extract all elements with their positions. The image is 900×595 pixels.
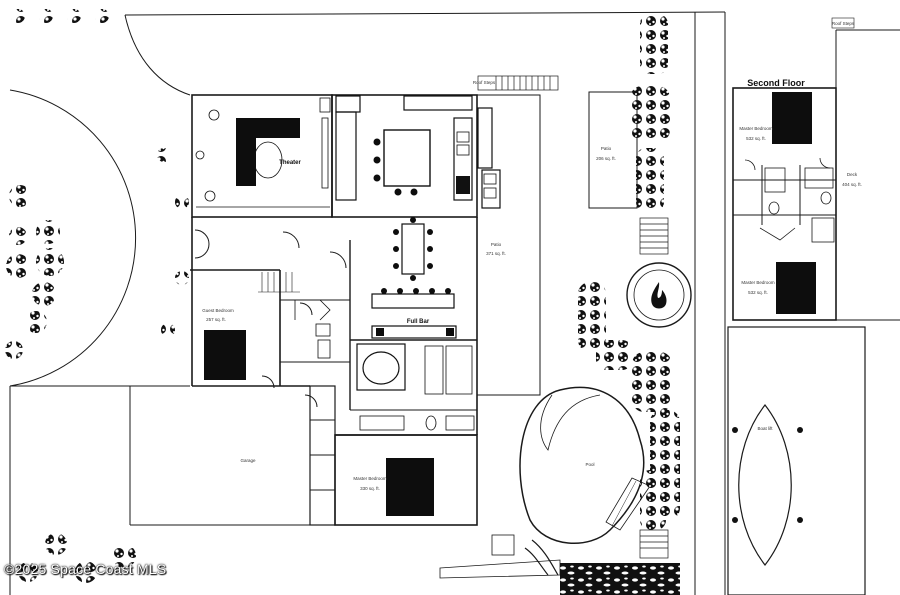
second-floor-title: Second Floor <box>747 78 805 88</box>
stone-path <box>560 563 680 595</box>
driveway-arc-top <box>124 14 191 96</box>
kitchen-island <box>383 129 431 187</box>
landscaping <box>5 9 680 583</box>
deck-area: 404 sq. ft. <box>842 182 862 187</box>
patio-right-area: 206 sq. ft. <box>596 156 616 161</box>
driveway-arc-large <box>9 89 137 387</box>
full-bar-label: Full Bar <box>407 319 430 325</box>
patio-left-label: Patio <box>491 242 502 247</box>
patio-right-label: Patio <box>601 146 612 151</box>
dining-table <box>401 223 425 275</box>
theater-room <box>191 94 333 218</box>
master-bedroom-label: Master Bedroom <box>353 476 387 481</box>
guest-bed <box>204 330 246 380</box>
watermark: ©2025 Space Coast MLS <box>4 561 167 577</box>
fire-icon <box>651 282 667 309</box>
bar-counter <box>371 293 455 309</box>
master-bed <box>386 458 434 516</box>
theater-sofa <box>236 118 300 186</box>
boat-dock <box>727 326 866 595</box>
roof-steps-left-label: Roof Steps <box>473 80 496 85</box>
deck-label: Deck <box>847 172 858 177</box>
guest-bedroom-area: 257 sq. ft. <box>206 317 226 322</box>
boat-lift-label: Boat lift <box>757 426 773 431</box>
second-master-bed-top <box>772 92 812 144</box>
pool <box>519 386 645 545</box>
second-master-bed-bottom <box>776 262 816 314</box>
master-bedroom-area: 330 sq. ft. <box>360 486 380 491</box>
boat-lift <box>738 404 792 566</box>
theater-label: Theater <box>279 160 301 166</box>
patio-right-area <box>588 91 638 209</box>
pool-label: Pool <box>585 462 594 467</box>
second-master-bottom-area: 532 sq. ft. <box>748 290 768 295</box>
fire-pit <box>626 262 692 328</box>
patio-left-area <box>476 94 541 396</box>
guest-bedroom-label: Guest Bedroom <box>202 308 234 313</box>
patio-left-area: 371 sq. ft. <box>486 251 506 256</box>
second-master-top-label: Master Bedroom <box>739 126 773 131</box>
second-master-bottom-label: Master Bedroom <box>741 280 775 285</box>
kitchen-area <box>331 94 478 218</box>
second-master-top-area: 532 sq. ft. <box>746 136 766 141</box>
garage-label: Garage <box>240 458 256 463</box>
roof-steps-right-label: Roof Steps <box>832 21 855 26</box>
